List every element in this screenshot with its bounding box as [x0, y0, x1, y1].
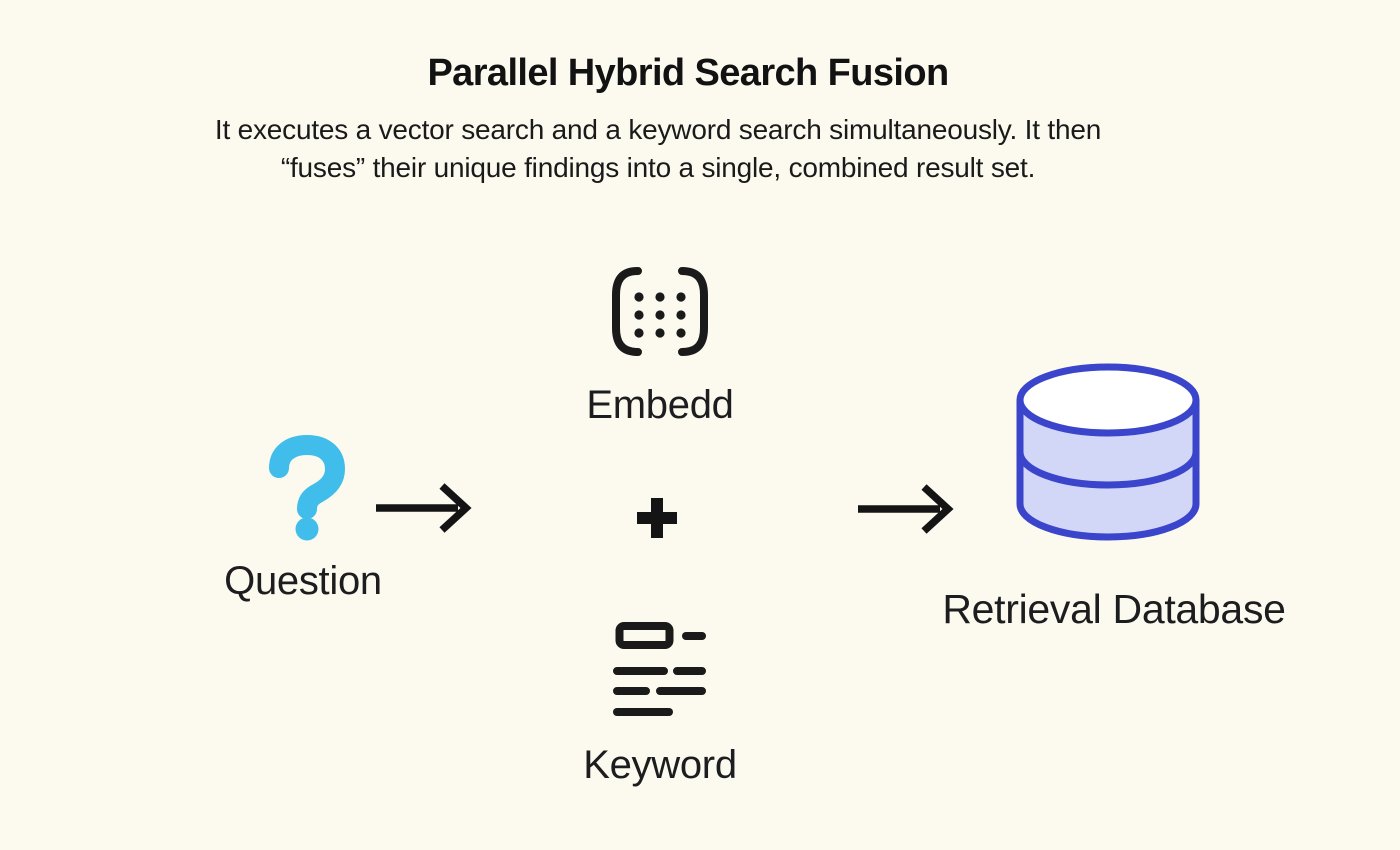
- embedding-matrix-icon: [612, 267, 708, 356]
- page-subtitle-line1: It executes a vector search and a keywor…: [214, 114, 1102, 145]
- question-label: Question: [224, 559, 382, 603]
- plus-icon: [637, 498, 677, 538]
- keyword-list-icon: [613, 622, 706, 716]
- arrow-right-icon: [858, 484, 954, 534]
- page-subtitle-line2: “fuses” their unique findings into a sin…: [280, 152, 1036, 183]
- page-title: Parallel Hybrid Search Fusion: [427, 52, 949, 94]
- database-cylinder-icon: [1016, 363, 1200, 541]
- keyword-label: Keyword: [583, 743, 737, 787]
- database-label: Retrieval Database: [942, 586, 1286, 632]
- arrow-right-icon: [376, 483, 472, 533]
- embed-label: Embedd: [586, 383, 734, 427]
- question-mark-icon: [269, 434, 346, 541]
- page-subtitle: It executes a vector search and a keywor…: [215, 111, 1101, 187]
